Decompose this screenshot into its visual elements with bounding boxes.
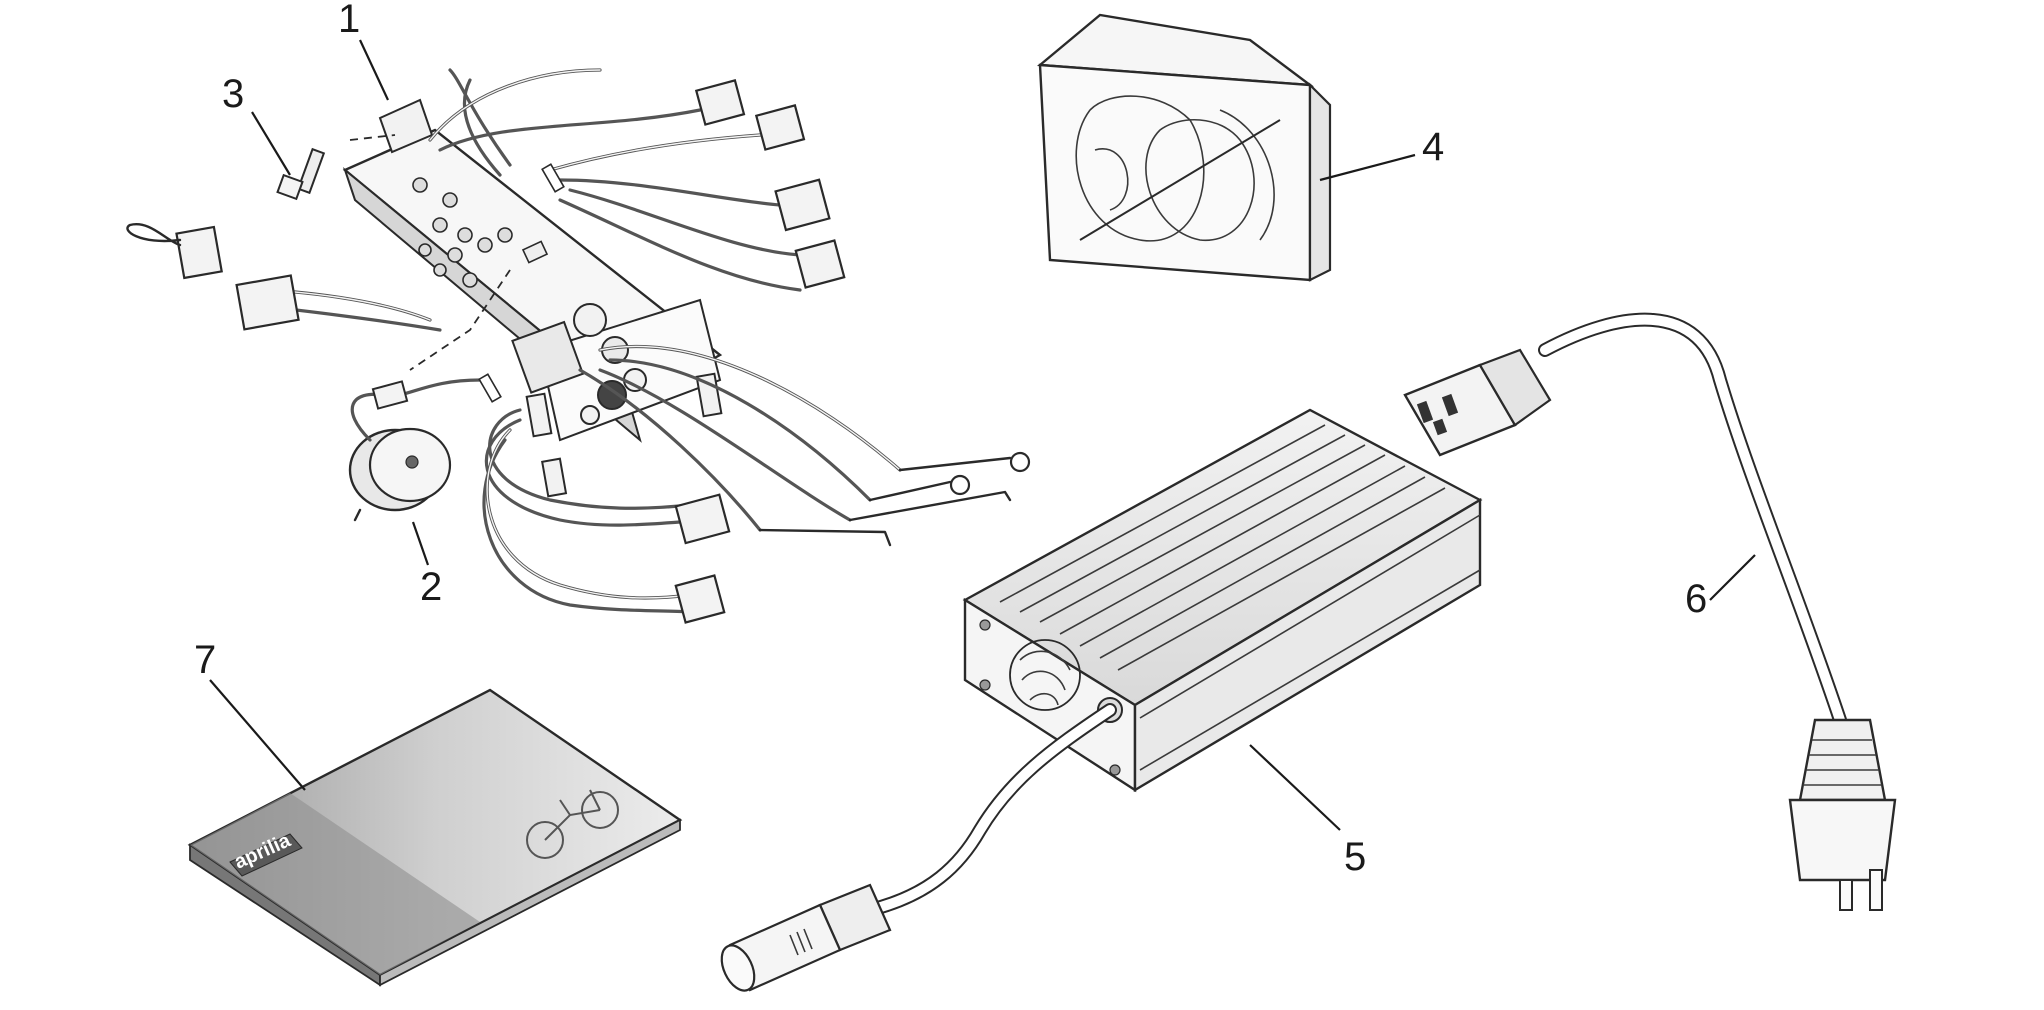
callout-2: 2: [420, 565, 442, 609]
callout-labels: 1 2 3 4 5 6 7: [194, 0, 1707, 879]
callout-1: 1: [338, 0, 360, 41]
part-control-unit: [126, 68, 1031, 624]
part-buzzer: [348, 380, 452, 522]
callout-7: 7: [194, 638, 216, 682]
callout-5: 5: [1344, 835, 1366, 879]
part-sticker-kit: [1036, 13, 1332, 282]
control-board: [342, 98, 723, 498]
part-battery-charger: [720, 408, 1483, 992]
part-mains-cable: [1403, 312, 1897, 911]
wiring-harness: [248, 68, 902, 614]
part-screw: [276, 147, 326, 201]
callout-6: 6: [1685, 577, 1707, 621]
bicycle-icon: [526, 789, 619, 859]
callout-3: 3: [222, 72, 244, 116]
harness-connectors: [126, 79, 1031, 624]
callout-leaders: [209, 39, 1756, 831]
callout-4: 4: [1422, 125, 1444, 169]
part-owner-manual: aprilia: [187, 688, 683, 987]
